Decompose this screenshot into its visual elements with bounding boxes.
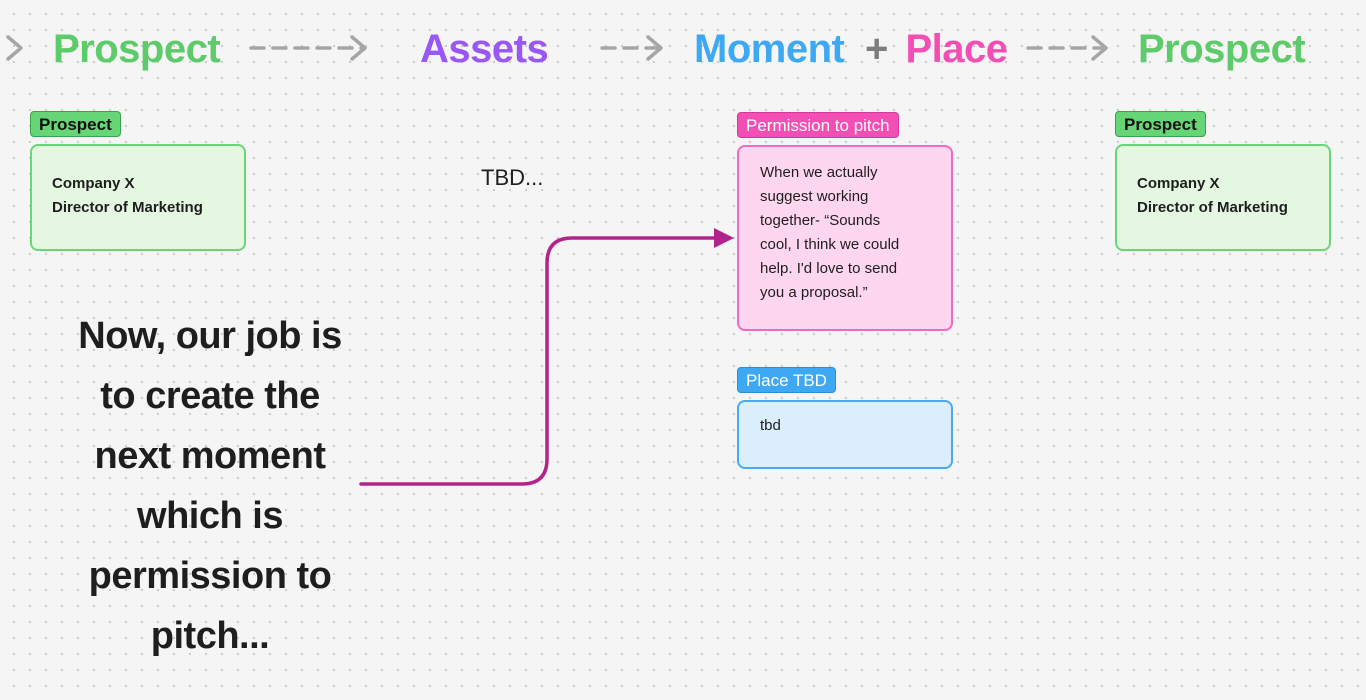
callout-connector-arrowhead: [714, 228, 734, 248]
callout-line: next moment: [94, 435, 326, 477]
callout-line: Now, our job is: [78, 315, 342, 357]
permission-to-pitch-tag[interactable]: Permission to pitch: [737, 112, 899, 138]
callout-connector-line: [359, 236, 718, 486]
permission-card-line: help. I'd love to send: [760, 260, 898, 277]
callout-line: pitch...: [150, 615, 270, 657]
prospect-card-right[interactable]: Company X Director of Marketing: [1115, 144, 1331, 251]
assets-tbd-text[interactable]: TBD...: [481, 165, 544, 190]
prospect-card-left-role: Director of Marketing: [52, 199, 203, 216]
flow-arrow-prospect-to-assets-head: [350, 35, 367, 61]
flow-arrow-edge-head: [6, 35, 23, 61]
stage-title-moment-place: Moment + Place: [694, 24, 1008, 74]
prospect-card-right-company: Company X: [1137, 175, 1220, 192]
stage-title-moment: Moment: [694, 27, 845, 71]
place-tbd-tag[interactable]: Place TBD: [737, 367, 836, 393]
stage-title-prospect-1: Prospect: [53, 27, 221, 71]
prospect-tag-left[interactable]: Prospect: [30, 111, 121, 137]
prospect-card-left-company: Company X: [52, 175, 135, 192]
stage-title-plus: +: [864, 27, 888, 71]
permission-card-line: together- “Sounds: [760, 212, 881, 229]
permission-card-line: you a proposal.”: [760, 284, 868, 301]
permission-card-line: suggest working: [760, 188, 869, 205]
prospect-tag-right[interactable]: Prospect: [1115, 111, 1206, 137]
callout-text[interactable]: Now, our job is to create the next momen…: [60, 306, 360, 666]
prospect-card-right-role: Director of Marketing: [1137, 199, 1288, 216]
flow-arrow-assets-to-moment-head: [646, 35, 663, 61]
callout-line: permission to: [88, 555, 332, 597]
callout-line: to create the: [100, 375, 320, 417]
permission-card-line: cool, I think we could: [760, 236, 900, 253]
place-card-text: tbd: [760, 417, 781, 434]
permission-card-line: When we actually: [760, 164, 878, 181]
stage-title-assets: Assets: [420, 27, 549, 71]
prospect-card-left[interactable]: Company X Director of Marketing: [30, 144, 246, 251]
callout-line: which is: [137, 495, 283, 537]
stage-title-place: Place: [905, 27, 1008, 71]
permission-to-pitch-card[interactable]: When we actually suggest working togethe…: [737, 145, 953, 331]
flow-arrow-place-to-prospect-head: [1091, 35, 1108, 61]
stage-title-prospect-2: Prospect: [1138, 27, 1306, 71]
place-tbd-card[interactable]: tbd: [737, 400, 953, 469]
